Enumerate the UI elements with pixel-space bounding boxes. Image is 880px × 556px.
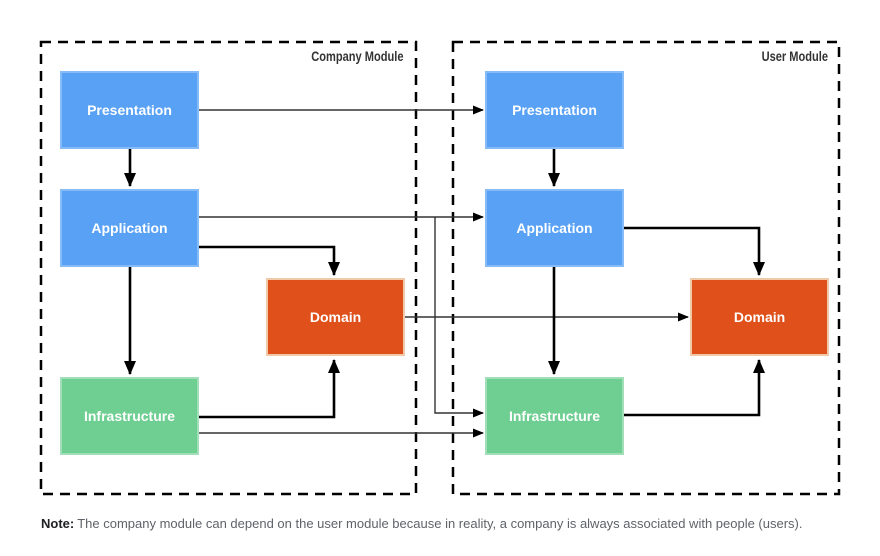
company-infrastructure-node: Infrastructure: [60, 377, 199, 455]
company-domain-label: Domain: [309, 309, 362, 325]
user-domain-node: Domain: [690, 278, 829, 356]
company-application-node: Application: [60, 189, 199, 267]
company-module-container: [39, 40, 418, 496]
arrow-company-infrastructure-to-domain: [198, 359, 340, 419]
note-text: The company module can depend on the use…: [77, 516, 803, 531]
company-presentation-node: Presentation: [60, 71, 199, 149]
arrow-user-application-to-domain: [622, 226, 765, 276]
arrow-user-infrastructure-to-domain: [622, 359, 765, 417]
user-application-label: Application: [516, 220, 593, 236]
user-infrastructure-node: Infrastructure: [485, 377, 624, 455]
user-presentation-label: Presentation: [512, 102, 597, 118]
user-infrastructure-label: Infrastructure: [508, 408, 601, 424]
note: Note:The company module can depend on th…: [41, 515, 861, 533]
company-presentation-label: Presentation: [87, 102, 172, 118]
user-application-node: Application: [485, 189, 624, 267]
arrow-company-application-to-domain: [198, 245, 340, 276]
arrow-company-application-to-user-infrastructure: [434, 217, 484, 418]
user-presentation-node: Presentation: [485, 71, 624, 149]
company-module-title: Company Module: [311, 49, 404, 64]
note-label: Note:: [41, 516, 75, 531]
user-module-title: User Module: [761, 49, 828, 64]
user-domain-label: Domain: [733, 309, 786, 325]
company-infrastructure-label: Infrastructure: [83, 408, 176, 424]
company-application-label: Application: [91, 220, 168, 236]
user-module-container: [451, 40, 841, 496]
company-domain-node: Domain: [266, 278, 405, 356]
